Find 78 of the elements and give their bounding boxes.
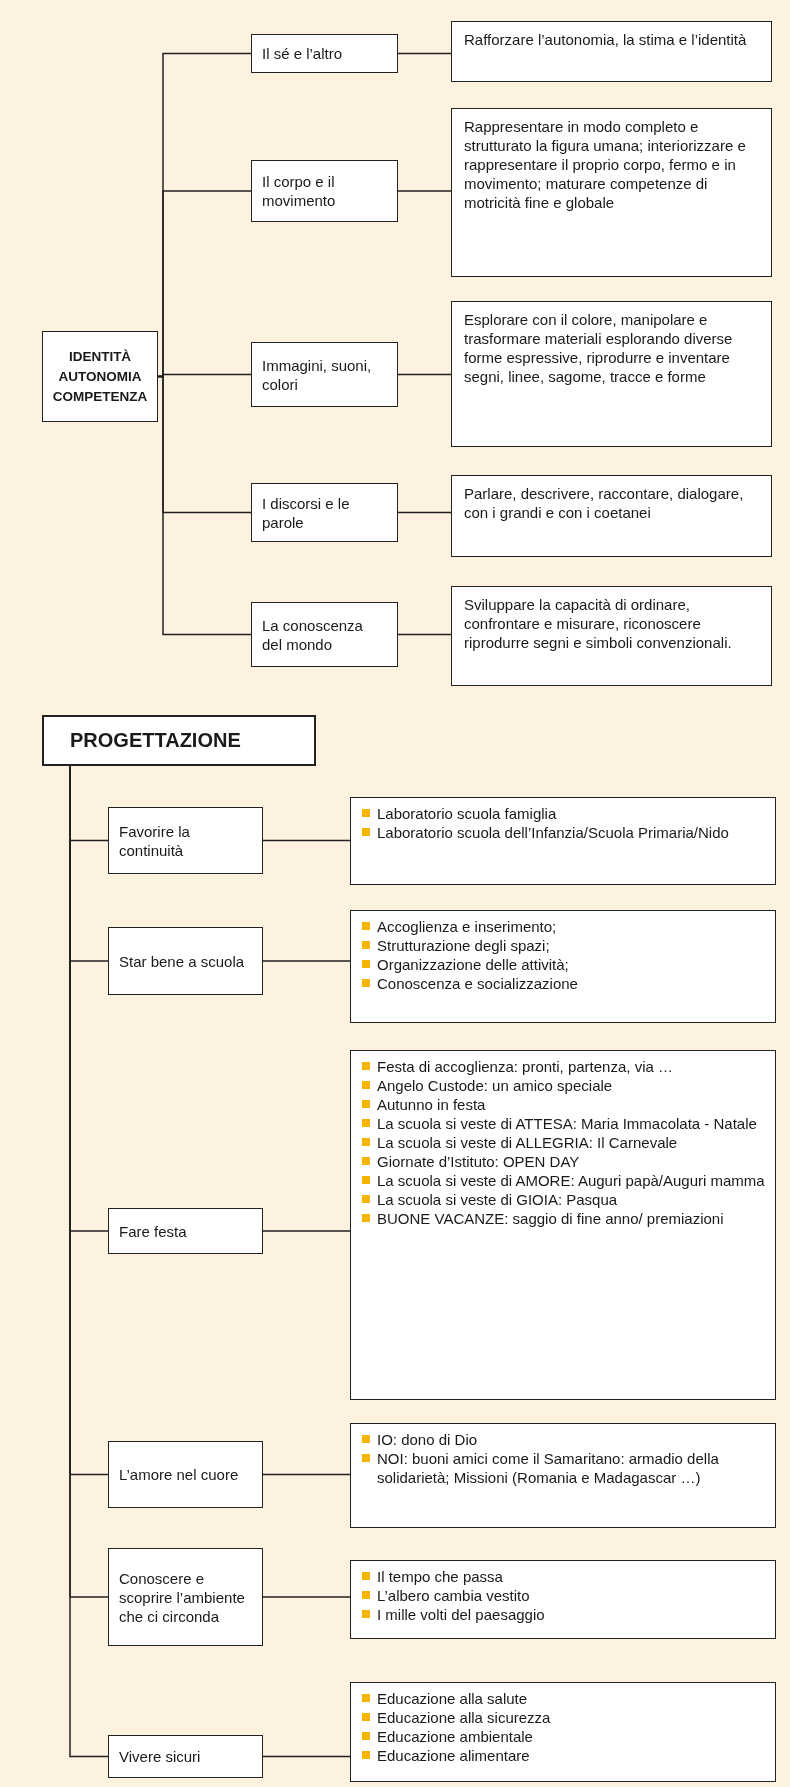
description-box bbox=[451, 475, 772, 557]
box-text: Il corpo e il movimento bbox=[262, 172, 337, 210]
list-box bbox=[350, 1423, 776, 1528]
box-text: Favorire la continuità bbox=[119, 821, 191, 860]
list-item: L’albero cambia vestito bbox=[377, 1587, 530, 1604]
box-text: L’amore nel cuore bbox=[119, 1465, 239, 1484]
list-item: Angelo Custode: un amico speciale bbox=[377, 1077, 613, 1094]
box-text: Sviluppare la capacità di ordinare, confrontare e misurare, riconoscere riprodurre segni e simboli convenzionali. bbox=[464, 596, 732, 651]
list-item: La scuola si veste di ALLEGRIA: Il Carnevale bbox=[377, 1134, 678, 1151]
connector-line bbox=[397, 52, 452, 55]
description-box bbox=[451, 21, 772, 82]
box-text: PROGETTAZIONE bbox=[70, 731, 241, 750]
connector-line bbox=[262, 1473, 351, 1476]
category-box bbox=[251, 34, 398, 73]
list-box bbox=[350, 1050, 776, 1400]
list-item: Strutturazione degli spazi; bbox=[377, 937, 550, 954]
box-text: I discorsi e le parole bbox=[262, 493, 351, 532]
list-item: I mille volti del paesaggio bbox=[377, 1606, 545, 1623]
category-box bbox=[251, 602, 398, 667]
connector-line bbox=[397, 373, 452, 376]
category-box bbox=[108, 1735, 263, 1778]
list-item: Conoscenza e socializzazione bbox=[377, 975, 578, 992]
connector-line bbox=[262, 960, 351, 962]
list-item: Educazione alimentare bbox=[377, 1747, 530, 1764]
list-box bbox=[350, 797, 776, 885]
topic-box bbox=[42, 331, 158, 422]
description-box bbox=[451, 108, 772, 277]
list-item: Organizzazione delle attività; bbox=[377, 956, 569, 973]
list-item: Educazione alla salute bbox=[377, 1690, 528, 1707]
category-box bbox=[108, 807, 263, 874]
list-item: La scuola si veste di ATTESA: Maria Immacolata - Natale bbox=[377, 1115, 757, 1132]
category-box bbox=[108, 927, 263, 995]
list-box bbox=[350, 910, 776, 1023]
title-box bbox=[42, 715, 316, 766]
category-box bbox=[251, 483, 398, 542]
connector-line bbox=[262, 1230, 351, 1232]
box-text: Fare festa bbox=[119, 1221, 187, 1241]
box-text: Star bene a scuola bbox=[119, 951, 245, 971]
list-item: BUONE VACANZE: saggio di fine anno/ premiazioni bbox=[377, 1210, 724, 1227]
box-text: La conoscenza del mondo bbox=[262, 615, 364, 654]
list-item: Festa di accoglienza: pronti, partenza, via … bbox=[377, 1058, 673, 1075]
description-box bbox=[451, 586, 772, 686]
list-item: NOI: buoni amici come il Samaritano: armadio della solidarietà; Missioni (Romania e Madagascar …) bbox=[377, 1450, 719, 1486]
box-text: Immagini, suoni, colori bbox=[262, 355, 373, 394]
connector-line bbox=[157, 375, 252, 636]
list-item: Laboratorio scuola dell’Infanzia/Scuola Primaria/Nido bbox=[377, 824, 729, 841]
list-item: Accoglienza e inserimento; bbox=[377, 918, 557, 935]
box-text: Conoscere e scoprire l’ambiente che ci circonda bbox=[119, 1568, 246, 1626]
box-text: Il sé e l’altro bbox=[262, 44, 343, 63]
connector-line bbox=[262, 1755, 351, 1758]
list-item: Laboratorio scuola famiglia bbox=[377, 805, 557, 822]
list-item: Autunno in festa bbox=[377, 1096, 486, 1113]
category-box bbox=[108, 1208, 263, 1254]
category-box bbox=[251, 342, 398, 407]
box-text: Rappresentare in modo completo e strutturato la figura umana; interiorizzare e rappresentare il proprio corpo, fermo e in movimento; maturare competenze di motricità fine e globale bbox=[464, 118, 746, 211]
connector-line bbox=[397, 633, 452, 636]
list-item: Il tempo che passa bbox=[377, 1568, 503, 1585]
connector-line bbox=[397, 190, 452, 192]
category-box bbox=[251, 160, 398, 222]
list-item: Educazione alla sicurezza bbox=[377, 1709, 551, 1726]
category-box bbox=[108, 1548, 263, 1646]
box-text: Vivere sicuri bbox=[119, 1747, 201, 1766]
list-item: Educazione ambientale bbox=[377, 1728, 533, 1745]
description-box bbox=[451, 301, 772, 447]
list-item: IO: dono di Dio bbox=[377, 1431, 478, 1448]
category-box bbox=[108, 1441, 263, 1508]
box-text: IDENTITÀ AUTONOMIA COMPETENZA bbox=[51, 347, 149, 406]
box-text: Rafforzare l’autonomia, la stima e l’identità bbox=[464, 31, 747, 48]
box-text: Esplorare con il colore, manipolare e trasformare materiali esplorando diverse forme espressive, riprodurre e inventare segni, linee, sagome, tracce e forme bbox=[464, 311, 733, 385]
list-item: La scuola si veste di AMORE: Auguri papà/Auguri mamma bbox=[377, 1172, 765, 1189]
connector-line bbox=[262, 839, 351, 842]
list-box bbox=[350, 1560, 776, 1639]
list-item: La scuola si veste di GIOIA: Pasqua bbox=[377, 1191, 618, 1208]
list-box bbox=[350, 1682, 776, 1782]
box-text: Parlare, descrivere, raccontare, dialogare, con i grandi e con i coetanei bbox=[464, 485, 744, 521]
connector-line bbox=[262, 1596, 351, 1598]
list-item: Giornate d’Istituto: OPEN DAY bbox=[377, 1153, 580, 1170]
connector-line bbox=[397, 511, 452, 514]
